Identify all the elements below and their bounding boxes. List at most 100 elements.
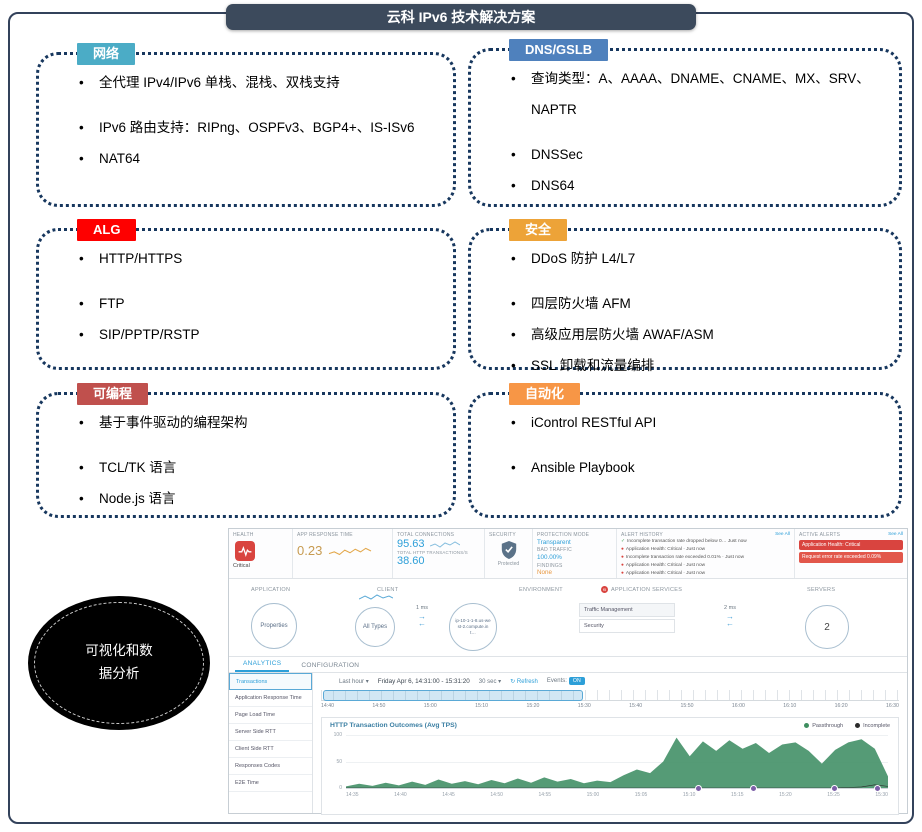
- alert-history-item: Application Health: Critical · Just now: [621, 562, 790, 570]
- tps-area-chart[interactable]: 100 50 0: [334, 732, 888, 792]
- visualization-label: 可视化和数 据分析: [85, 643, 153, 681]
- active-alerts-see-all-link[interactable]: See All: [888, 532, 903, 537]
- bullet-text: 高级应用层防火墙 AWAF/ASM: [531, 327, 714, 343]
- alert-history-item: Application Health: Critical · Just now: [621, 570, 790, 578]
- security-status: Protected: [497, 561, 520, 567]
- active-alert-banner[interactable]: Request error rate exceeded 0.09%: [799, 552, 903, 563]
- bullet-item: 查询类型：A、AAAA、DNAME、CNAME、MX、SRV、NAPTR: [471, 63, 899, 125]
- health-status: Critical: [233, 563, 250, 569]
- event-marker[interactable]: [874, 785, 882, 792]
- client-node[interactable]: All Types: [355, 607, 395, 647]
- status-strip: HEALTH Critical APP RESPONSE TIME 0.23 T…: [229, 529, 907, 579]
- bullet-item: 基于事件驱动的编程架构: [39, 407, 453, 438]
- bullet-item: DDoS 防护 L4/L7: [471, 243, 899, 274]
- bullet-item: NAT64: [39, 143, 453, 174]
- timeline-tick-labels: 14:40 14:50 15:00 15:10 15:20 15:30 15:4…: [321, 703, 899, 709]
- bullet-text: FTP: [99, 296, 125, 312]
- box-content: HTTP/HTTPS FTP SIP/PPTP/RSTP: [39, 231, 453, 350]
- alert-dot-icon: [621, 554, 624, 562]
- protection-mode-value: Transparent: [537, 538, 571, 546]
- event-marker[interactable]: [695, 785, 703, 792]
- bullet-text: 基于事件驱动的编程架构: [99, 415, 248, 430]
- bullet-item: SIP/PPTP/RSTP: [39, 319, 453, 350]
- service-item[interactable]: Traffic Management: [579, 603, 675, 617]
- box-label-network: 网络: [77, 43, 136, 66]
- analytics-section: ANALYTICS CONFIGURATION Transactions App…: [229, 657, 907, 815]
- findings-value: None: [537, 569, 553, 577]
- bullet-icon: [79, 243, 99, 274]
- feature-box-security: 安全 DDoS 防护 L4/L7 四层防火墙 AFM 高级应用层防火墙 AWAF…: [468, 219, 902, 373]
- tps-chart-card: HTTP Transaction Outcomes (Avg TPS) Pass…: [321, 717, 899, 815]
- client-latency: 1 ms: [399, 605, 445, 627]
- bullet-icon: [79, 288, 99, 319]
- app-response-time-value: 0.23: [297, 543, 323, 558]
- bullet-item: DNSSec: [471, 139, 899, 170]
- box-content: 基于事件驱动的编程架构 TCL/TK 语言 Node.js 语言: [39, 395, 453, 514]
- legend-dot: [804, 723, 810, 728]
- bad-traffic-value: 100.00%: [537, 554, 562, 561]
- bullet-text: SSL 卸载和流量编排: [531, 358, 655, 374]
- events-toggle[interactable]: Events:ON: [547, 677, 585, 685]
- environment-node[interactable]: ip-10-1-1-8.us-west-2.compute.int…: [449, 603, 497, 651]
- box-label-dns-gslb: DNS/GSLB: [509, 39, 609, 62]
- tab-bar: ANALYTICS CONFIGURATION: [229, 657, 907, 673]
- date-range-label: Friday Apr 6, 14:31:00 - 15:31:20: [377, 677, 470, 685]
- bullet-icon: [79, 112, 99, 143]
- service-item[interactable]: Security: [579, 619, 675, 633]
- timeline-selection[interactable]: [323, 690, 584, 701]
- active-alert-banner[interactable]: Application Health: Critical: [799, 540, 903, 551]
- servers-node[interactable]: 2: [805, 605, 849, 649]
- sidebar-item-page-load-time[interactable]: Page Load Time: [229, 707, 312, 724]
- slide-title: 云科 IPv6 技术解决方案: [226, 4, 696, 30]
- bullet-text: Ansible Playbook: [531, 460, 635, 476]
- tab-analytics[interactable]: ANALYTICS: [235, 657, 290, 672]
- range-dropdown[interactable]: Last hour: [339, 678, 369, 685]
- sidebar-item-server-side-rtt[interactable]: Server Side RTT: [229, 724, 312, 741]
- sidebar-item-app-response-time[interactable]: Application Response Time: [229, 690, 312, 707]
- timeline-ruler[interactable]: [321, 690, 899, 701]
- bullet-text: HTTP/HTTPS: [99, 251, 183, 266]
- application-node[interactable]: Properties: [251, 603, 297, 649]
- sidebar-item-client-side-rtt[interactable]: Client Side RTT: [229, 741, 312, 758]
- feature-box-automation: 自动化 iControl RESTful API Ansible Playboo…: [468, 383, 902, 518]
- bullet-icon: [511, 288, 531, 319]
- feature-box-programmability: 可编程 基于事件驱动的编程架构 TCL/TK 语言 Node.js 语言: [36, 383, 456, 518]
- chart-header: HTTP Transaction Outcomes (Avg TPS) Pass…: [322, 718, 898, 731]
- box-label-automation: 自动化: [509, 383, 581, 406]
- bullet-text: 查询类型：A、AAAA、DNAME、CNAME、MX、SRV、NAPTR: [531, 71, 870, 118]
- sidebar-item-transactions[interactable]: Transactions: [229, 673, 312, 690]
- bullet-text: NAT64: [99, 151, 141, 167]
- x-axis-labels: 14:35 14:40 14:45 14:50 14:55 15:00 15:0…: [346, 792, 888, 798]
- alert-history-item: Application Health: Critical · Just now: [621, 546, 790, 554]
- health-panel: HEALTH Critical: [229, 529, 293, 578]
- sidebar-item-e2e-time[interactable]: E2E Time: [229, 775, 312, 792]
- event-marker[interactable]: [749, 785, 757, 792]
- bullet-icon: [79, 452, 99, 483]
- refresh-button[interactable]: Refresh: [510, 678, 538, 685]
- bullet-icon: [511, 319, 531, 350]
- app-response-time-panel: APP RESPONSE TIME 0.23: [293, 529, 393, 578]
- alert-history-see-all-link[interactable]: See All: [775, 532, 790, 537]
- server-latency: 2 ms: [707, 605, 753, 627]
- box-content: iControl RESTful API Ansible Playbook: [471, 395, 899, 483]
- bullet-icon: [511, 350, 531, 381]
- bullet-icon: [511, 243, 531, 274]
- application-services-list: Traffic Management Security: [579, 603, 675, 635]
- chevron-down-icon: [498, 679, 501, 685]
- tab-configuration[interactable]: CONFIGURATION: [301, 662, 360, 669]
- sidebar-item-responses-codes[interactable]: Responses Codes: [229, 758, 312, 775]
- bullet-item: 高级应用层防火墙 AWAF/ASM: [471, 319, 899, 350]
- shield-icon: [501, 541, 516, 559]
- bullet-item: IPv6 路由支持：RIPng、OSPFv3、BGP4+、IS-ISv6: [39, 112, 453, 143]
- bullet-text: TCL/TK 语言: [99, 460, 177, 476]
- refresh-icon: [510, 679, 515, 685]
- bullet-text: Node.js 语言: [99, 491, 176, 507]
- connections-sparkline: [429, 541, 460, 548]
- event-marker[interactable]: [830, 785, 838, 792]
- analytics-dashboard: HEALTH Critical APP RESPONSE TIME 0.23 T…: [228, 528, 908, 815]
- alert-history-item: Incomplete transaction rate dropped belo…: [621, 538, 790, 546]
- bullet-item: DNS64: [471, 170, 899, 201]
- f5-logo-icon: f5: [601, 586, 608, 593]
- interval-dropdown[interactable]: 30 sec: [479, 678, 501, 685]
- bullet-item: FTP: [39, 288, 453, 319]
